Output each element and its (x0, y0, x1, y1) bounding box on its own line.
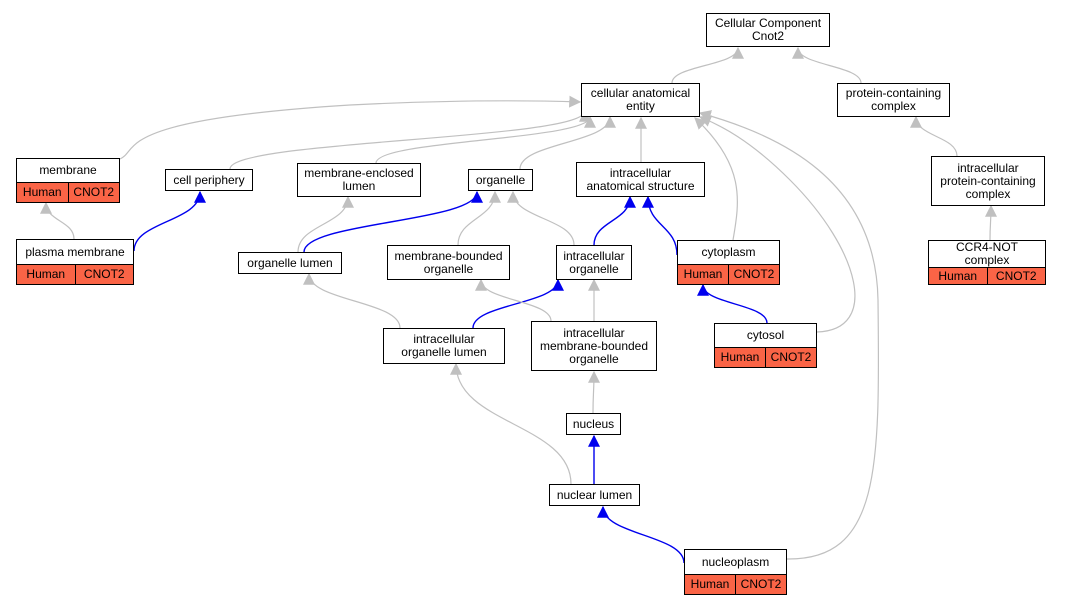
edge-iol-to-olumen (303, 272, 401, 329)
annotation-row: Human CNOT2 (17, 264, 133, 284)
edge-cytoplasm-to-ias (642, 195, 678, 256)
term-node-imbo[interactable]: intracellular membrane-bounded organelle (531, 321, 657, 371)
term-label: organelle (475, 172, 526, 187)
species-label: Human (690, 577, 730, 591)
term-label: nucleoplasm (701, 554, 770, 569)
gene-label: CNOT2 (735, 575, 786, 594)
term-label: membrane-enclosed lumen (304, 166, 414, 193)
term-node-ias[interactable]: intracellular anatomical structure (576, 162, 705, 197)
term-node-iol[interactable]: intracellular organelle lumen (383, 328, 505, 364)
term-label: membrane-bounded organelle (394, 248, 503, 276)
term-label: organelle lumen (247, 255, 333, 270)
edge-nucleus-to-imbo (587, 370, 600, 414)
edge-pm-to-membrane (40, 201, 75, 240)
edge-pcc-to-root (792, 46, 862, 84)
gene-label: CNOT2 (986, 268, 1046, 284)
edge-olumen-to-organelle (303, 190, 483, 253)
gene-label: CNOT2 (67, 183, 120, 202)
term-node-root[interactable]: Cellular Component Cnot2 (706, 13, 830, 47)
term-node-pcc[interactable]: protein-containing complex (837, 83, 950, 117)
term-label: intracellular protein-containing complex (940, 160, 1036, 201)
edge-io-to-organelle (507, 190, 575, 246)
term-node-nlumen[interactable]: nuclear lumen (549, 484, 640, 506)
annotation-row: Human CNOT2 (715, 347, 816, 367)
edge-cytosol-to-cytoplasm (697, 283, 768, 324)
term-label: intracellular membrane-bounded organelle (539, 325, 649, 366)
term-node-ipcc[interactable]: intracellular protein-containing complex (931, 156, 1045, 206)
term-label: membrane (39, 163, 97, 177)
edge-ipcc-to-pcc (910, 115, 958, 157)
edge-organelle-to-cae (519, 115, 616, 170)
term-node-olumen[interactable]: organelle lumen (238, 252, 342, 274)
edge-nlumen-to-iol (450, 362, 572, 485)
term-label: CCR4-NOT complex (956, 240, 1018, 267)
term-label: plasma membrane (25, 244, 125, 259)
gene-label: CNOT2 (765, 348, 816, 367)
term-label: intracellular organelle lumen (401, 332, 487, 359)
edge-nucleoplasm-to-cae (698, 110, 880, 560)
edge-periphery-to-cae (229, 109, 591, 170)
edge-io-to-ias (593, 195, 636, 246)
annotation-row: Human CNOT2 (929, 267, 1045, 284)
term-node-nucleus[interactable]: nucleus (566, 413, 621, 435)
edge-olumen-to-mel (297, 195, 354, 253)
species-label: Human (26, 267, 66, 281)
term-label: cell periphery (173, 172, 245, 187)
term-node-mel[interactable]: membrane-enclosed lumen (297, 163, 421, 197)
species-label: Human (938, 268, 978, 283)
edge-pm-to-periphery (133, 190, 206, 252)
annotation-row: Human CNOT2 (685, 574, 786, 594)
edge-cytoplasm-to-cae (694, 117, 738, 241)
term-node-io[interactable]: intracellular organelle (556, 245, 632, 280)
term-node-mbo[interactable]: membrane-bounded organelle (387, 245, 510, 280)
term-label: cytosol (746, 328, 785, 342)
edge-mbo-to-organelle (457, 190, 501, 246)
edge-imbo-to-mbo (475, 278, 552, 322)
species-label: Human (683, 267, 723, 281)
edge-membrane-to-cae (119, 95, 582, 160)
species-label: Human (22, 185, 62, 199)
edge-iol-to-io (472, 278, 564, 329)
term-label: intracellular organelle (563, 248, 625, 276)
term-label: cellular anatomical entity (590, 86, 691, 113)
term-label: nuclear lumen (556, 487, 633, 502)
species-label: Human (720, 350, 760, 364)
edge-cae-to-root (671, 46, 744, 84)
term-node-periphery[interactable]: cell periphery (165, 169, 253, 191)
term-node-organelle[interactable]: organelle (468, 169, 533, 191)
term-label: cytoplasm (701, 245, 756, 259)
edge-cytosol-to-cae (698, 115, 856, 333)
annotation-row: Human CNOT2 (17, 182, 119, 202)
term-label: intracellular anatomical structure (586, 165, 695, 193)
edge-ccr4-to-ipcc (984, 204, 997, 241)
term-label: protein-containing complex (845, 86, 942, 113)
term-label: nucleus (572, 416, 615, 431)
edge-nucleoplasm-to-nlumen (597, 505, 685, 564)
gene-label: CNOT2 (728, 265, 779, 284)
edge-mel-to-cae (375, 115, 596, 164)
term-node-cae[interactable]: cellular anatomical entity (581, 83, 700, 117)
annotation-row: Human CNOT2 (678, 264, 779, 284)
edge-layer (40, 46, 997, 564)
term-label: Cellular Component Cnot2 (714, 16, 822, 43)
gene-label: CNOT2 (74, 265, 134, 284)
